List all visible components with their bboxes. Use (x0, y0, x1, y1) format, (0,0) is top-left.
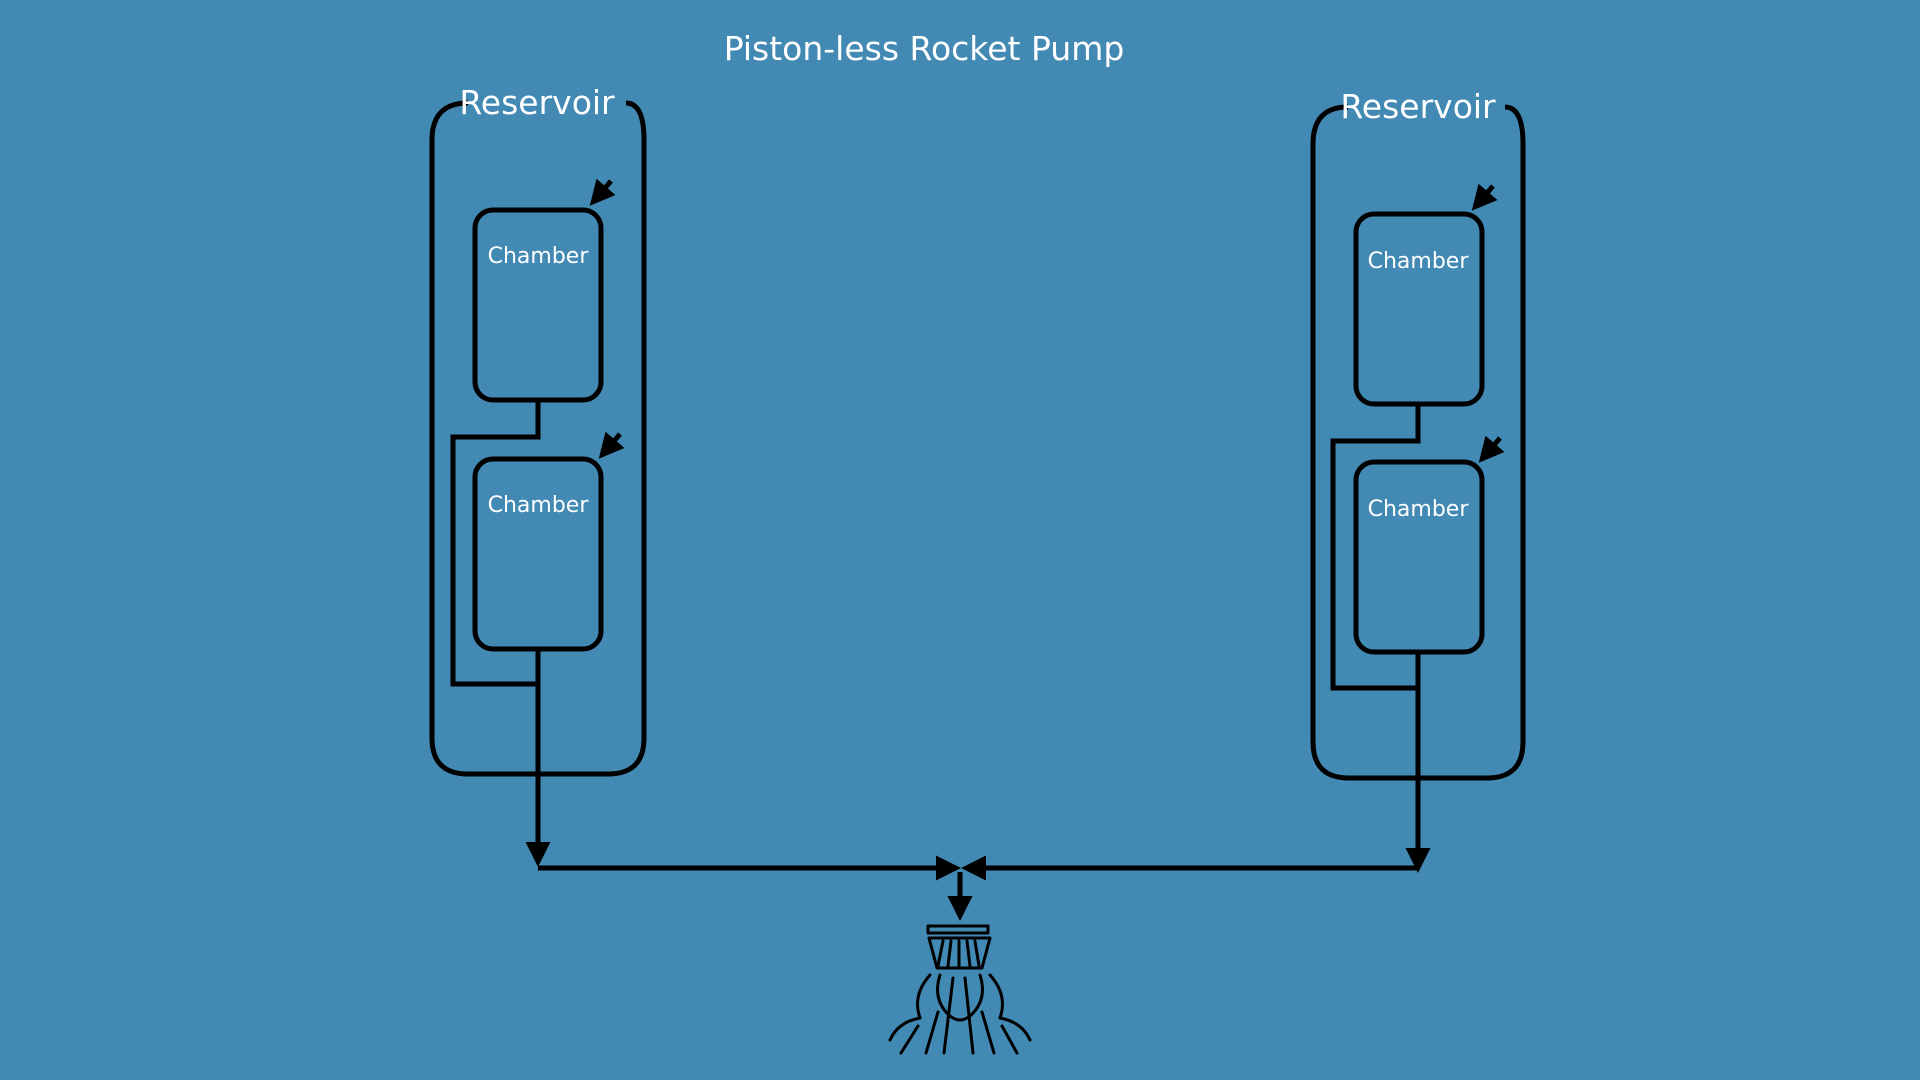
reservoir-label: Reservoir (459, 83, 615, 122)
nozzle-rib (946, 939, 953, 968)
arrow-icon (1478, 435, 1505, 463)
exhaust-line (1000, 1024, 1019, 1055)
exhaust-line (924, 1010, 940, 1055)
exhaust-line (916, 973, 932, 1020)
diagram-title: Piston-less Rocket Pump (724, 29, 1125, 68)
chamber-label: Chamber (1368, 497, 1470, 522)
reservoir-label: Reservoir (1340, 87, 1496, 126)
chamber-bypass-pipe (1330, 404, 1421, 691)
chamber-bottom (472, 456, 604, 652)
chamber-bottom (1353, 459, 1485, 655)
reservoir-outline (429, 100, 647, 777)
exhaust-line (948, 1014, 972, 1022)
exhaust-line (980, 1010, 996, 1055)
right-reservoir: Reservoir Chamber Chamber (1310, 87, 1526, 873)
exhaust-line (899, 1024, 920, 1055)
exhaust-line (998, 1016, 1032, 1042)
rocket-nozzle-icon (888, 924, 1032, 1055)
nozzle-rib (936, 939, 945, 968)
chamber-label: Chamber (488, 244, 590, 269)
chamber-top (472, 207, 604, 403)
chamber-bypass-pipe (450, 400, 541, 687)
manifold (538, 855, 1418, 921)
exhaust-line (888, 1016, 922, 1042)
exhaust-line (963, 976, 975, 1055)
nozzle-rib (973, 939, 981, 968)
left-reservoir: Reservoir Chamber Chamber (429, 83, 647, 867)
reservoir-outline (1310, 104, 1526, 781)
nozzle-body (927, 936, 992, 970)
exhaust-line (968, 973, 984, 1018)
chamber-label: Chamber (1368, 249, 1470, 274)
arrow-icon (589, 178, 616, 206)
chamber-top (1353, 211, 1485, 407)
arrow-icon (598, 431, 625, 459)
nozzle-rib (965, 939, 972, 968)
arrow-icon (1471, 183, 1498, 211)
exhaust-line (942, 976, 955, 1055)
exhaust-line (988, 973, 1004, 1020)
injector-plate (926, 924, 990, 935)
exhaust-line (936, 973, 952, 1018)
chamber-label: Chamber (488, 493, 590, 518)
